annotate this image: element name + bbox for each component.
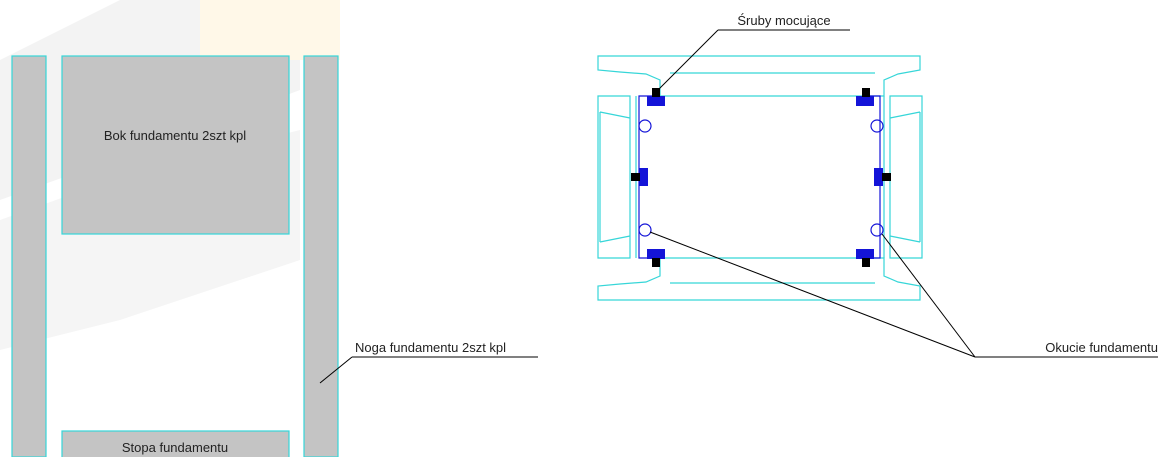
label-okucie-fundamentu: Okucie fundamentu: [1045, 340, 1158, 355]
leader-sruby: [657, 29, 850, 91]
label-stopa-fundamentu: Stopa fundamentu: [122, 440, 228, 455]
label-sruby-mocujace: Śruby mocujące: [737, 13, 830, 28]
noga-fundamentu-left: [11, 55, 47, 458]
leader-noga: [319, 356, 538, 384]
right-lower-hole: [870, 223, 884, 237]
bok-fundamentu: [61, 55, 290, 235]
left-leg: [597, 95, 631, 259]
right-upper-hole: [870, 119, 884, 133]
left-lower-hole: [638, 223, 652, 237]
left-upper-hole: [638, 119, 652, 133]
noga-fundamentu-right: [303, 55, 339, 458]
label-bok-fundamentu: Bok fundamentu 2szt kpl: [104, 128, 246, 143]
top-beam: [597, 55, 921, 97]
leader-okucie: [649, 231, 1158, 358]
sruby-bolts: [631, 88, 891, 267]
fitting-blocks: [639, 96, 883, 259]
label-noga-fundamentu: Noga fundamentu 2szt kpl: [355, 340, 506, 355]
right-leg: [889, 95, 923, 259]
left-parts-view: [11, 55, 339, 462]
bottom-beam: [597, 257, 921, 301]
okucie-fittings: [638, 95, 884, 259]
